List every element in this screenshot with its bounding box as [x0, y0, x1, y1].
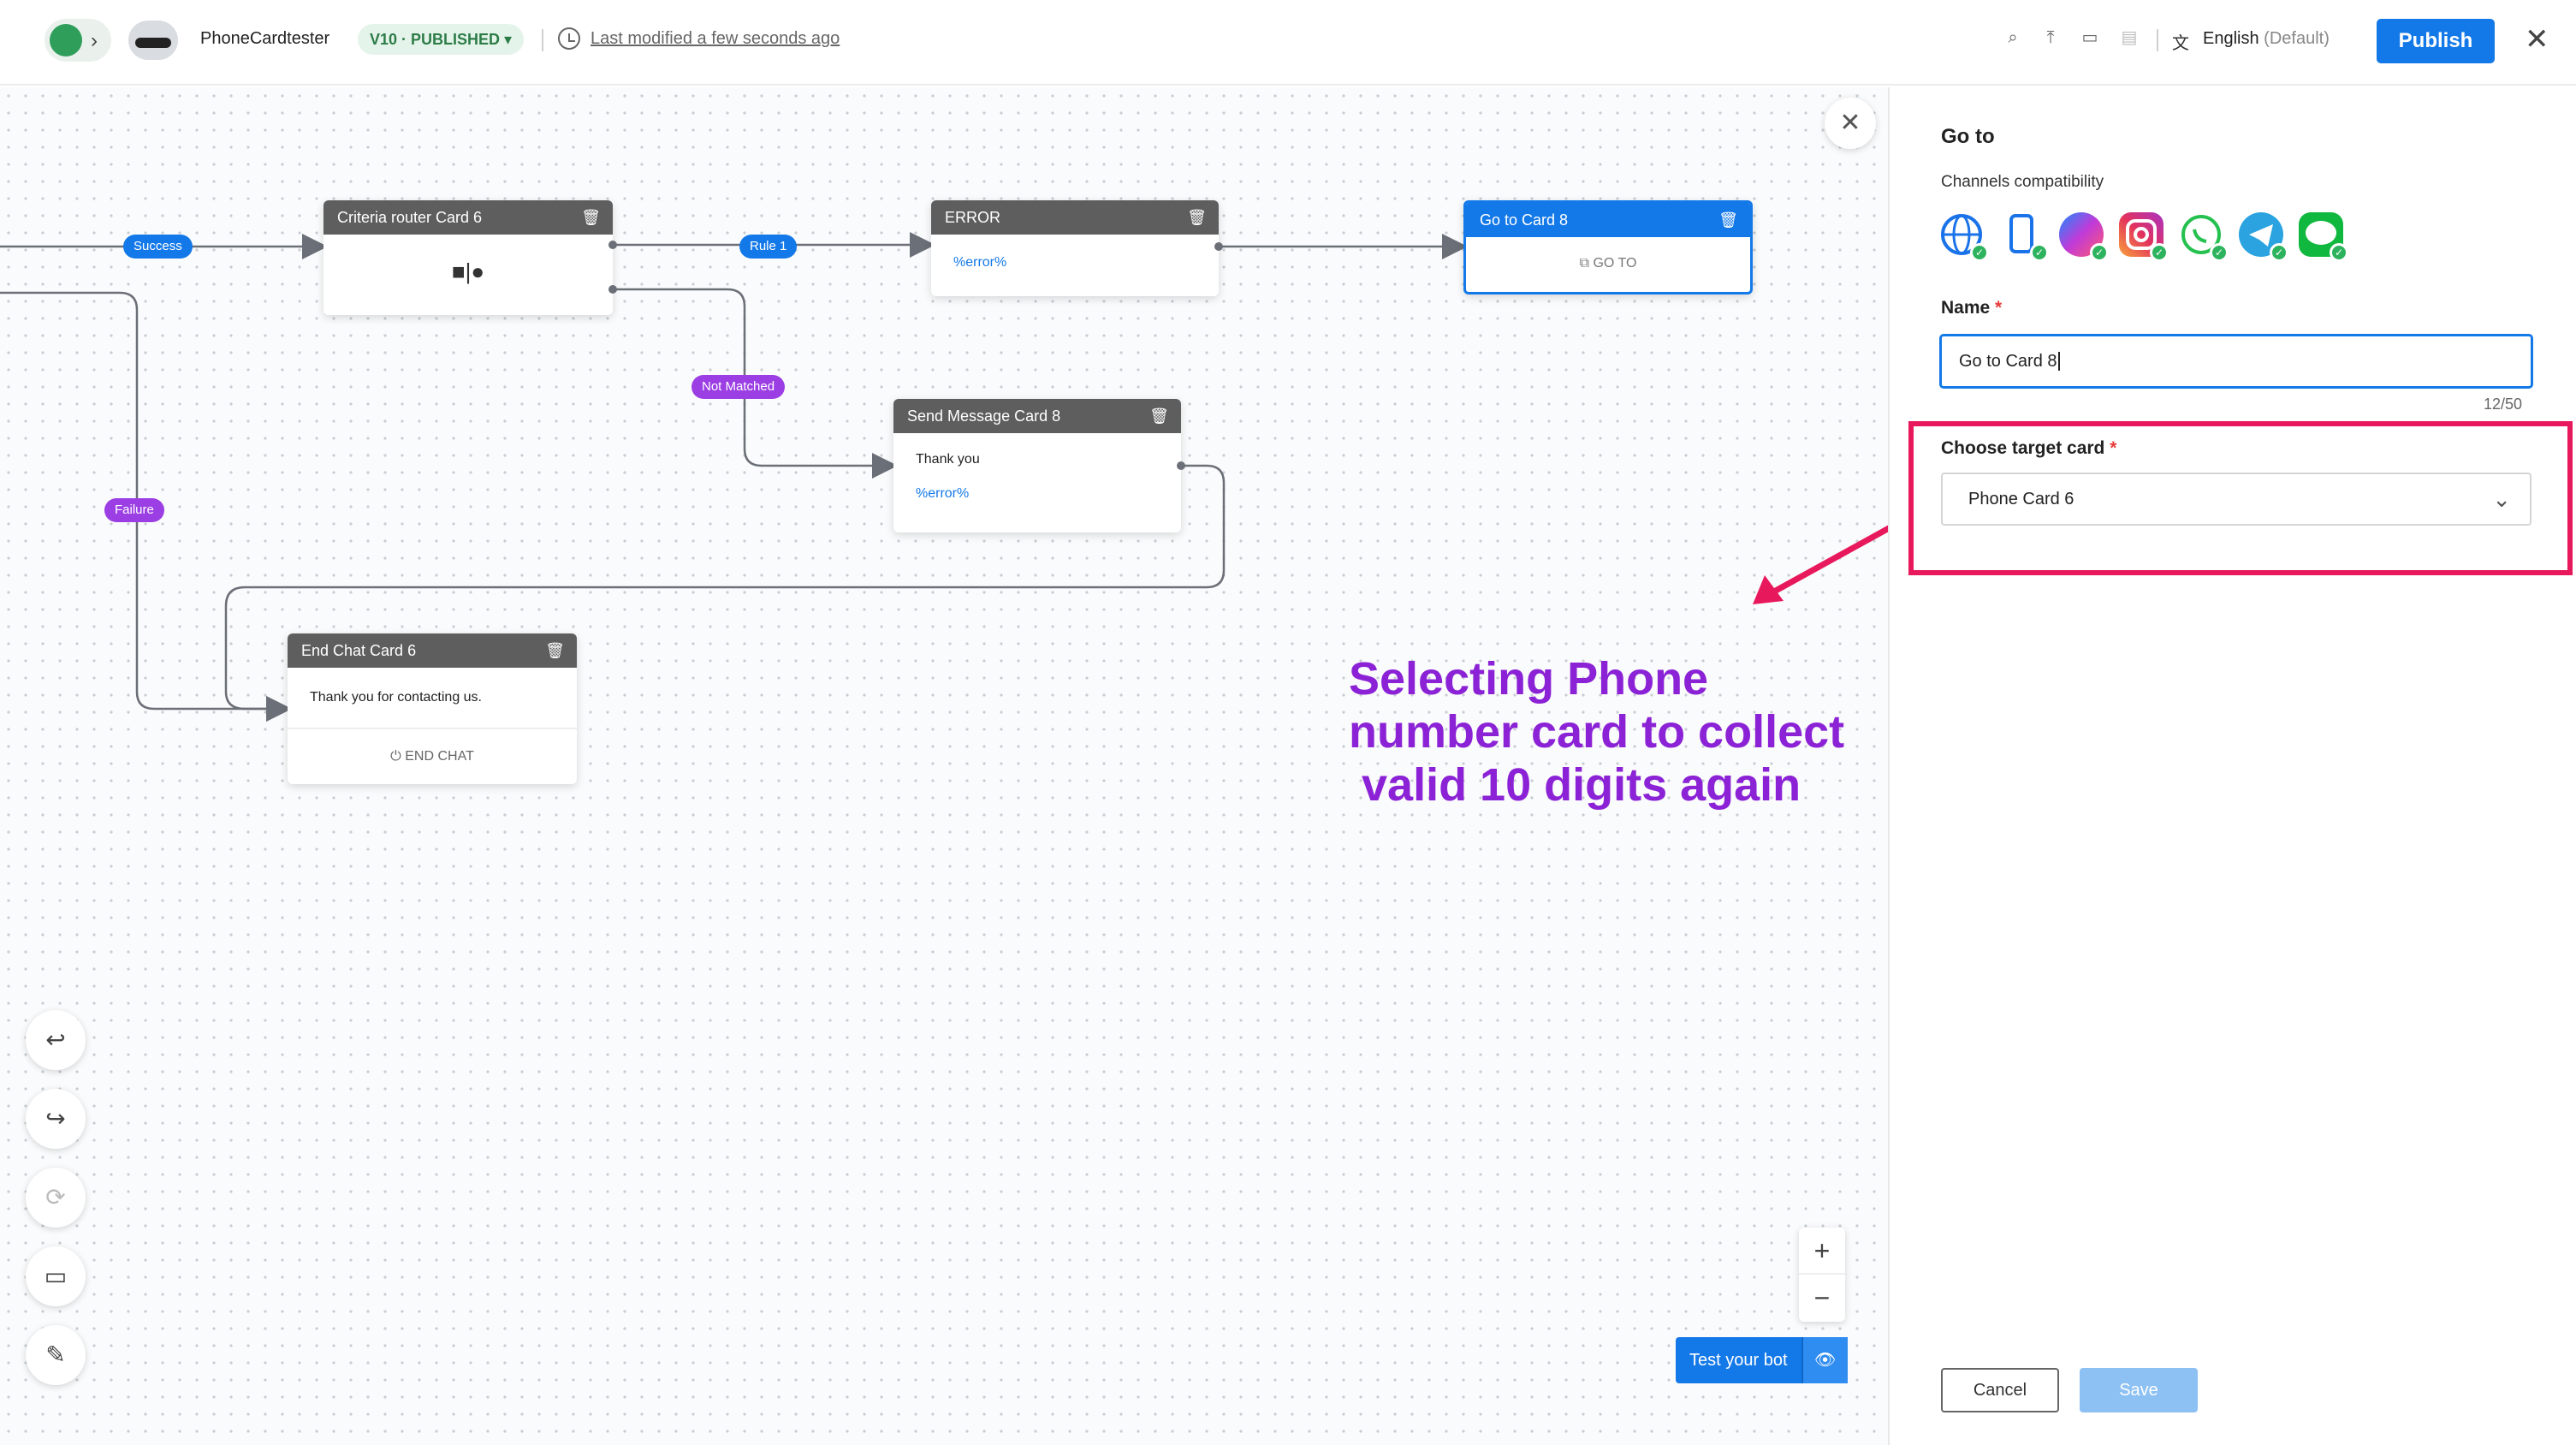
goto-link-icon: ⧉ — [1579, 256, 1589, 271]
channels-label: Channels compatibility — [1941, 173, 2104, 191]
language-default: (Default) — [2264, 29, 2330, 48]
undo-icon[interactable]: ↩ — [26, 1010, 86, 1070]
edge-label-failure: Failure — [104, 498, 164, 522]
bot-logo-icon — [50, 24, 82, 56]
target-select-value: Phone Card 6 — [1968, 490, 2074, 508]
chevron-down-icon: ⌄ — [2492, 486, 2511, 512]
zoom-controls: + − — [1799, 1228, 1845, 1322]
trash-icon[interactable]: 🗑 — [1187, 209, 1207, 226]
save-button[interactable]: Save — [2080, 1368, 2198, 1412]
bot-name: PhoneCardtester — [200, 29, 330, 48]
node-title: ERROR — [945, 209, 1001, 226]
publish-button[interactable]: Publish — [2377, 19, 2495, 63]
target-card-select[interactable]: Phone Card 6 ⌄ — [1941, 473, 2531, 526]
edge-send-end — [224, 464, 1226, 722]
trash-icon[interactable]: 🗑 — [545, 642, 565, 659]
line-icon: ✓ — [2299, 212, 2348, 262]
end-chat-node[interactable]: End Chat Card 6 🗑 Thank you for contactin… — [288, 633, 577, 784]
properties-panel: Go to Channels compatibility ✓ ✓ ✓ ✓ ✓ ✓… — [1888, 87, 2576, 1445]
bot-avatar — [128, 21, 178, 60]
messenger-icon: ✓ — [2059, 212, 2109, 262]
flow-canvas[interactable]: Criteria router Card 6 🗑 ■|● ERROR 🗑 %erro… — [0, 87, 1888, 1445]
version-badge[interactable]: V10 · PUBLISHED ▾ — [358, 24, 525, 55]
send-message-node[interactable]: Send Message Card 8 🗑 Thank you %error% — [893, 399, 1181, 532]
name-label: Name * — [1941, 298, 2002, 318]
zoom-in-icon[interactable]: + — [1799, 1228, 1845, 1275]
required-marker: * — [1995, 298, 2003, 318]
language-selector[interactable]: English (Default) — [2203, 29, 2330, 49]
magic-wand-icon[interactable]: ✎ — [26, 1325, 86, 1385]
goto-node[interactable]: Go to Card 8 🗑 ⧉ GO TO — [1463, 200, 1753, 294]
window-icon[interactable]: ▭ — [2081, 28, 2098, 47]
end-chat-footer-label: END CHAT — [405, 749, 474, 764]
node-title: Go to Card 8 — [1480, 211, 1569, 229]
node-port[interactable] — [1214, 242, 1223, 251]
monitor-icon[interactable]: ▭ — [26, 1246, 86, 1306]
annotation-line: Selecting Phone — [1349, 653, 1709, 705]
divider — [2157, 29, 2158, 51]
layout-icon[interactable]: ▤ — [2121, 28, 2138, 47]
name-label-text: Name — [1941, 298, 1991, 318]
name-counter: 12/50 — [2484, 395, 2523, 413]
bot-menu-toggle[interactable]: › — [45, 19, 111, 62]
error-node[interactable]: ERROR 🗑 %error% — [931, 200, 1219, 296]
annotation-text: Selecting Phone number card to collect v… — [1349, 652, 1844, 812]
node-port[interactable] — [608, 285, 617, 294]
cancel-button[interactable]: Cancel — [1941, 1368, 2059, 1412]
redo-icon[interactable]: ↪ — [26, 1089, 86, 1149]
goto-footer: ⧉ GO TO — [1466, 237, 1750, 271]
edge-label-rule1: Rule 1 — [739, 235, 798, 259]
translate-icon[interactable]: 文 — [2172, 34, 2189, 53]
panel-title: Go to — [1941, 125, 1995, 148]
instagram-icon: ✓ — [2119, 212, 2169, 262]
telegram-icon: ✓ — [2239, 212, 2288, 262]
chevron-right-icon: › — [91, 29, 98, 52]
criteria-router-node[interactable]: Criteria router Card 6 🗑 ■|● — [323, 200, 613, 315]
annotation-highlight-box — [1908, 421, 2573, 575]
trash-icon[interactable]: 🗑 — [581, 209, 601, 226]
annotation-line: number card to collect — [1349, 706, 1845, 758]
message-variable: %error% — [916, 486, 970, 501]
close-canvas-icon[interactable]: ✕ — [1825, 98, 1876, 149]
last-modified-link[interactable]: Last modified a few seconds ago — [591, 29, 840, 48]
whatsapp-icon: ✓ — [2179, 212, 2229, 262]
power-icon: ⏻ — [390, 749, 401, 764]
required-marker: * — [2110, 438, 2117, 458]
mobile-icon: ✓ — [1999, 212, 2049, 262]
web-icon: ✓ — [1939, 212, 1989, 262]
node-port[interactable] — [608, 241, 617, 249]
language-name: English — [2203, 29, 2259, 48]
target-label: Choose target card * — [1941, 438, 2116, 459]
end-chat-text: Thank you for contacting us. — [310, 690, 482, 705]
router-icon: ■|● — [451, 259, 485, 284]
error-variable: %error% — [953, 255, 1007, 270]
edge-label-success: Success — [123, 235, 193, 259]
annotation-line: valid 10 digits again — [1349, 759, 1801, 811]
zoom-out-icon[interactable]: − — [1813, 1282, 1831, 1313]
close-icon[interactable]: ✕ — [2525, 23, 2549, 56]
goto-footer-label: GO TO — [1593, 256, 1637, 271]
node-title: End Chat Card 6 — [301, 642, 417, 659]
trash-icon[interactable]: 🗑 — [1149, 407, 1169, 425]
test-bot-label: Test your bot — [1689, 1351, 1788, 1370]
name-input-value: Go to Card 8 — [1959, 352, 2057, 371]
end-chat-footer: ⏻ END CHAT — [288, 728, 577, 782]
test-bot-button[interactable]: Test your bot 👁 — [1676, 1337, 1848, 1383]
top-bar: › PhoneCardtester V10 · PUBLISHED ▾ Last… — [0, 0, 2576, 86]
name-input[interactable]: Go to Card 8 — [1939, 334, 2533, 389]
divider — [542, 29, 543, 51]
eye-icon[interactable]: 👁 — [1801, 1337, 1848, 1383]
upload-icon[interactable]: ⤒ — [2046, 28, 2055, 47]
node-port[interactable] — [1177, 461, 1185, 470]
history-icon[interactable] — [558, 27, 580, 50]
search-icon[interactable]: ⌕ — [2008, 28, 2018, 47]
trash-icon[interactable]: 🗑 — [1718, 211, 1738, 229]
refresh-icon[interactable]: ⟳ — [26, 1168, 86, 1228]
text-cursor — [2057, 352, 2060, 371]
edge-label-not-matched: Not Matched — [691, 375, 786, 399]
node-title: Criteria router Card 6 — [337, 209, 483, 226]
target-label-text: Choose target card — [1941, 438, 2105, 458]
message-text: Thank you — [916, 452, 980, 467]
node-title: Send Message Card 8 — [907, 407, 1061, 425]
